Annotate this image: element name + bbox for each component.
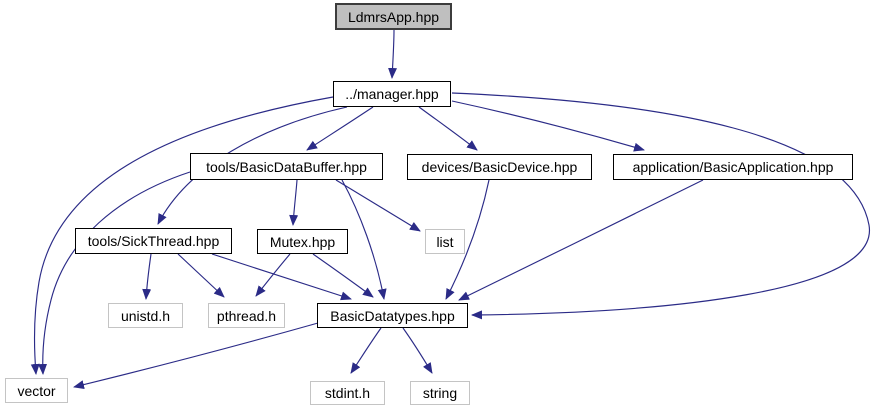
node-manager[interactable]: ../manager.hpp [333,81,451,107]
edge-device-to-datatypes [445,179,490,300]
node-unistd: unistd.h [108,303,183,328]
edge-application-to-datatypes [458,179,704,301]
node-list: list [425,229,465,254]
node-stdint: stdint.h [310,381,385,405]
edge-datatypes-to-vector [73,322,319,390]
edge-sickthread-to-unistd [142,253,152,300]
node-application[interactable]: application/BasicApplication.hpp [613,154,853,180]
edge-sickthread-to-pthread [177,253,225,298]
node-vector: vector [5,378,68,403]
edge-databuffer-to-vector [38,171,191,375]
edge-sickthread-to-datatypes [211,253,352,301]
edge-databuffer-to-list [335,179,421,232]
edge-manager-to-vector [30,96,334,375]
edge-manager-to-sickthread [157,106,348,225]
edge-manager-to-databuffer [306,106,374,151]
edge-manager-to-application [451,100,645,152]
node-mutex[interactable]: Mutex.hpp [257,229,348,254]
node-datatypes[interactable]: BasicDatatypes.hpp [317,303,468,328]
node-databuffer[interactable]: tools/BasicDataBuffer.hpp [190,153,383,180]
edge-manager-to-device [418,106,478,151]
node-string: string [410,381,470,405]
edge-mutex-to-datatypes [312,253,374,298]
edge-ldmrsapp-to-manager [388,29,398,79]
node-sickthread[interactable]: tools/SickThread.hpp [75,228,232,254]
node-pthread: pthread.h [208,303,285,328]
edge-datatypes-to-stdint [350,327,382,374]
node-device[interactable]: devices/BasicDevice.hpp [407,154,592,180]
edge-databuffer-to-datatypes [341,179,387,300]
edge-databuffer-to-mutex [289,179,299,226]
edge-manager-to-datatypes [451,92,870,320]
edge-datatypes-to-string [402,327,433,374]
edge-mutex-to-pthread [255,253,291,297]
node-ldmrsapp: LdmrsApp.hpp [335,3,452,30]
